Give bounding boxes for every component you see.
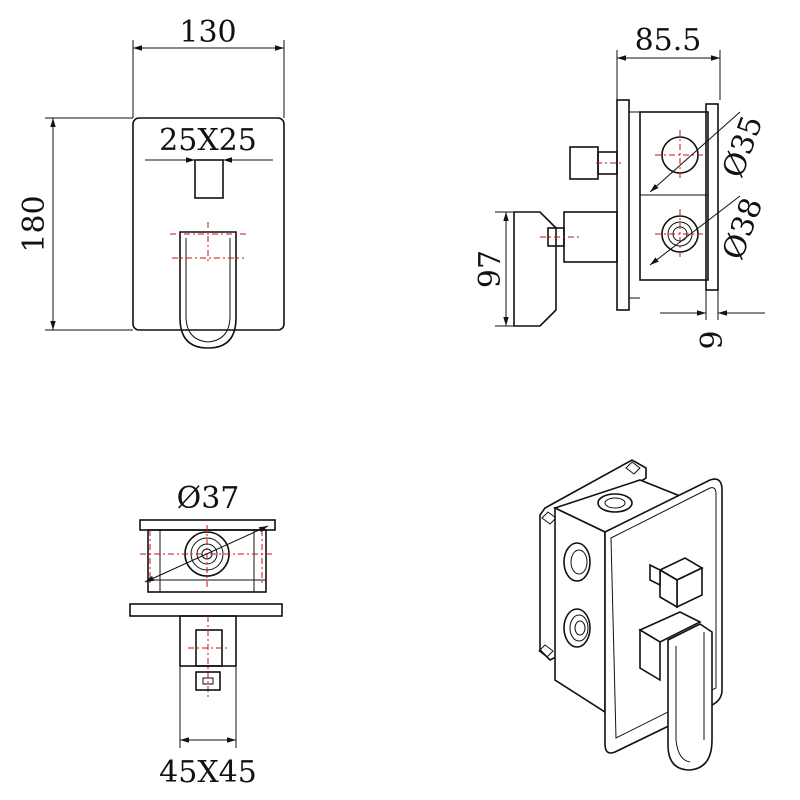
dia35-leader (649, 111, 741, 193)
dia37-label: Ø37 (177, 481, 240, 516)
height-dimension-label: 180 (17, 195, 52, 252)
side-view: 85.5 Ø35 Ø38 97 (473, 23, 770, 350)
width-dimension-label: 130 (179, 15, 236, 50)
dia35-label: Ø35 (716, 111, 770, 182)
top-view: Ø37 45X45 (129, 481, 283, 790)
square-dimension-label: 25X25 (159, 123, 257, 158)
wall-plate (616, 99, 630, 311)
lever-handle (179, 231, 237, 349)
box-flange (705, 103, 719, 291)
lever-side-profile (513, 211, 557, 327)
square-stem (194, 159, 224, 199)
top-view-plate (129, 603, 283, 617)
side-square-stem (569, 146, 599, 180)
dia38-leader (649, 195, 741, 266)
dia38-label: Ø38 (716, 193, 770, 264)
front-plate (132, 117, 285, 331)
valve-box (639, 111, 709, 281)
offset-dimension-label: 9 (695, 330, 730, 349)
iso-upper-side-port (563, 542, 591, 582)
depth-dimension-label: 85.5 (635, 23, 702, 58)
iso-lever-handle (667, 623, 713, 771)
dia37-leader (144, 525, 269, 583)
iso-lower-side-port (563, 608, 591, 648)
isometric-view (538, 459, 723, 771)
lever-height-label: 97 (473, 250, 508, 288)
iso-top-port (597, 493, 633, 513)
square45-label: 45X45 (159, 755, 257, 790)
top-view-square-knob (195, 671, 221, 691)
front-view: 130 180 25X25 (17, 15, 285, 349)
